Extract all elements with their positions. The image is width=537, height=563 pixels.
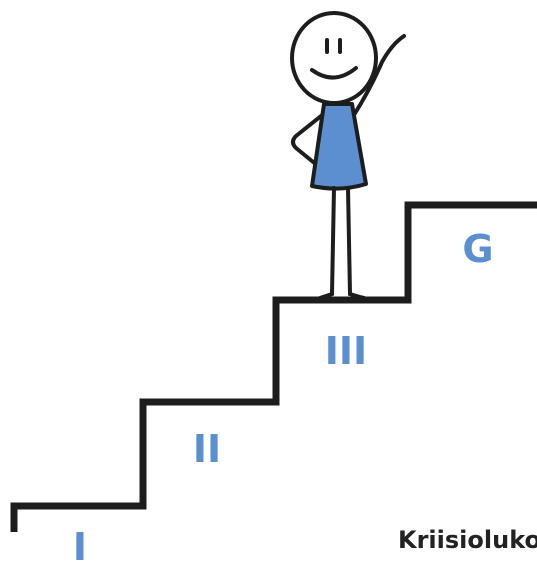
figure-hip-arm <box>291 110 328 168</box>
step-label-goal: G <box>462 227 493 271</box>
figure-leg-left <box>318 186 336 300</box>
figure-smile <box>310 66 358 80</box>
staircase-outline <box>10 201 537 532</box>
figure-head <box>290 11 378 105</box>
step-label-2: II <box>193 427 221 471</box>
step-label-1: I <box>73 525 87 563</box>
stick-figure-waving-icon <box>290 11 406 300</box>
figure-body <box>310 102 368 191</box>
caption-text: Kriisiolukorra <box>398 526 537 554</box>
figure-leg-right <box>346 186 366 300</box>
step-label-3: III <box>325 329 367 373</box>
figure-raised-arm <box>350 34 406 120</box>
